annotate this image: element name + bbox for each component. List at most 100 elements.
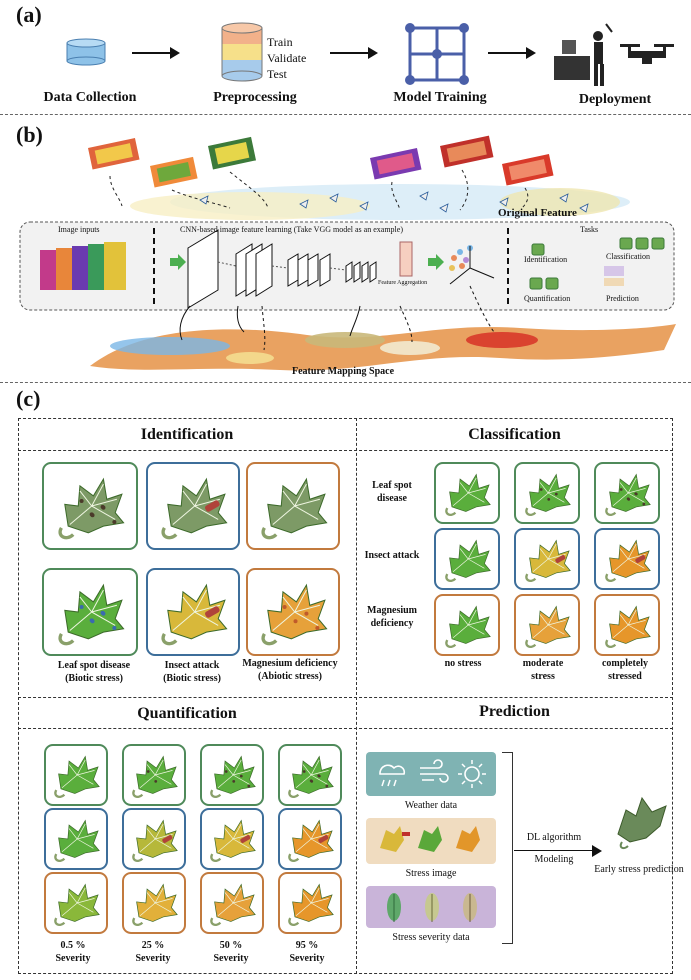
stress-image-label: Stress image (405, 868, 457, 879)
prediction-title: Prediction (479, 703, 550, 720)
leaf-icon (605, 473, 651, 516)
row-magnesium: Magnesium deficiency (367, 605, 417, 629)
validate-label: Validate (267, 51, 307, 65)
id-leaf-spot-healthy (42, 462, 138, 550)
weather-data-label: Weather data (404, 800, 458, 811)
panel-c-label: (c) (16, 386, 41, 411)
task-prediction: Prediction (606, 294, 639, 303)
leaf-icon (132, 819, 178, 862)
caption-insect-attack: Insect attack (Biotic stress) (163, 660, 221, 684)
quant-r1-c3 (278, 808, 342, 870)
prediction-arrow (514, 845, 602, 857)
early-stress-leaf (617, 796, 667, 850)
leaf-icon (54, 819, 100, 862)
class-r1-c1 (514, 528, 580, 590)
severity-data-label: Stress severity data (392, 932, 470, 943)
cnn-title-label: CNN-based image feature learning (Take V… (180, 225, 403, 234)
panel-c-bottom-title-line (18, 728, 673, 729)
leaf-icon (161, 583, 228, 646)
leaf-icon (605, 539, 651, 582)
leaf-icon (525, 539, 571, 582)
workstation-icon (554, 23, 613, 86)
divider-b-c (0, 382, 691, 383)
leaf-icon (288, 819, 334, 862)
class-r2-c0 (434, 594, 500, 656)
modeling-label: Modeling (534, 854, 574, 865)
task-quantification: Quantification (524, 294, 571, 303)
leaf-icon (288, 883, 334, 926)
class-r1-c2 (594, 528, 660, 590)
severity-25: 25 % Severity (135, 940, 171, 964)
leaf-icon (445, 605, 491, 648)
task-identification: Identification (524, 255, 568, 264)
caption-magnesium: Magnesium deficiency (Abiotic stress) (242, 658, 338, 682)
tasks-title: Tasks (580, 225, 599, 234)
leaf-icon (58, 583, 125, 646)
weather-panel (366, 752, 496, 796)
drone-icon (620, 44, 674, 64)
id-insect-stressed (146, 568, 240, 656)
leaf-icon (261, 583, 328, 646)
original-feature-label: Original Feature (498, 207, 577, 219)
quant-r2-c1 (122, 872, 186, 934)
panel-c-frame (18, 418, 673, 974)
quant-r0-c2 (200, 744, 264, 806)
caption-leaf-spot: Leaf spot disease (Biotic stress) (57, 660, 131, 684)
database-icon (66, 38, 106, 66)
feature-aggregation-label: Feature Aggregation (378, 280, 428, 286)
leaf-icon (132, 883, 178, 926)
class-r0-c0 (434, 462, 500, 524)
leaf-icon (445, 473, 491, 516)
feature-learning-diagram (19, 135, 676, 371)
col-no-stress: no stress (444, 658, 482, 669)
class-r1-c0 (434, 528, 500, 590)
panel-c-vdivider (356, 418, 357, 974)
stage-deployment: Deployment (578, 92, 652, 107)
neural-network-icon (405, 23, 469, 85)
leaf-icon (525, 605, 571, 648)
feature-mapping-label: Feature Mapping Space (292, 366, 395, 377)
col-completely: completely stressed (601, 658, 649, 682)
panel-c-top-title-line (18, 450, 673, 451)
divider-a-b (0, 114, 691, 115)
early-prediction-label: Early stress prediction (594, 864, 684, 875)
leaf-icon (605, 605, 651, 648)
quant-r2-c0 (44, 872, 108, 934)
leaf-icon (210, 883, 256, 926)
severity-0-5: 0.5 % Severity (55, 940, 91, 964)
leaf-icon (54, 755, 100, 798)
quant-r1-c1 (122, 808, 186, 870)
id-magnesium-healthy (246, 462, 340, 550)
quant-r0-c3 (278, 744, 342, 806)
leaf-icon (288, 755, 334, 798)
panel-b-label: (b) (16, 122, 43, 147)
quant-r0-c0 (44, 744, 108, 806)
task-classification: Classification (606, 252, 650, 261)
class-r0-c2 (594, 462, 660, 524)
col-moderate: moderate stress (522, 658, 564, 682)
quant-r1-c2 (200, 808, 264, 870)
weather-icons (379, 759, 486, 788)
leaf-icon (210, 819, 256, 862)
class-r2-c1 (514, 594, 580, 656)
dataset-split-icon (221, 22, 263, 82)
stage-model-training: Model Training (393, 90, 487, 105)
leaf-icon (132, 755, 178, 798)
severity-50: 50 % Severity (213, 940, 249, 964)
leaf-icon (161, 477, 228, 540)
leaf-icon (445, 539, 491, 582)
panel-c-hdivider (18, 697, 673, 698)
severity-panel (366, 886, 496, 928)
leaf-icon (210, 755, 256, 798)
leaf-icon (261, 477, 328, 540)
leaf-icon (525, 473, 571, 516)
flow-arrow-2 (330, 47, 378, 59)
stage-data-collection: Data Collection (43, 90, 137, 105)
split-labels: Train Validate Test (267, 34, 306, 82)
stage-preprocessing: Preprocessing (213, 90, 297, 105)
quant-r2-c2 (200, 872, 264, 934)
input-bracket (502, 752, 513, 944)
test-label: Test (267, 67, 287, 81)
id-magnesium-stressed (246, 568, 340, 656)
classification-title: Classification (468, 426, 561, 443)
